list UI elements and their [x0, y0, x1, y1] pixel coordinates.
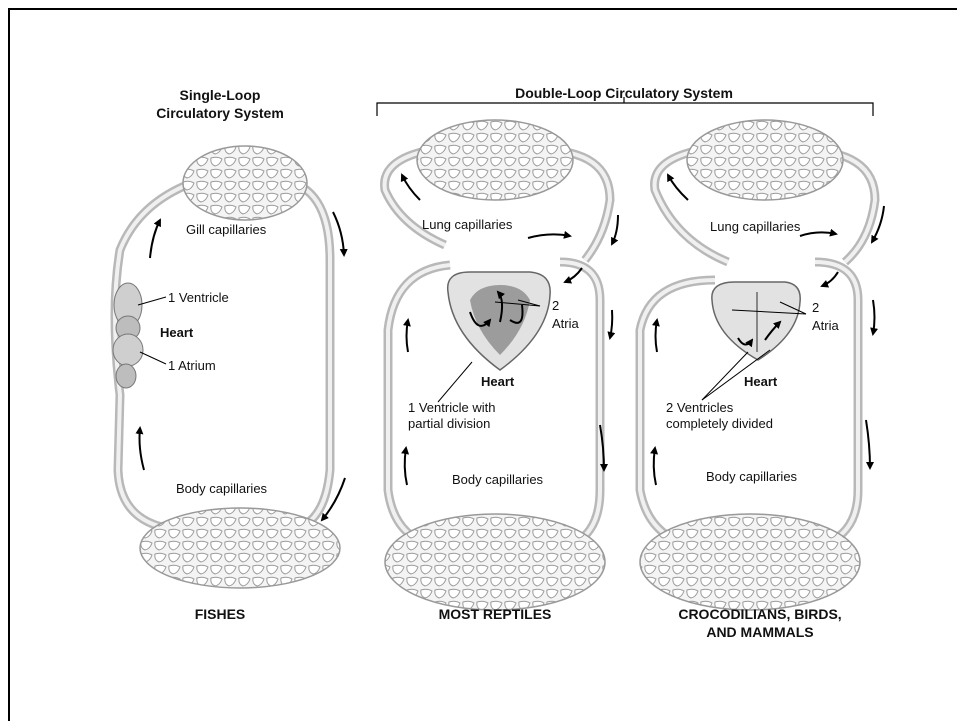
- flow-arrow: [528, 234, 570, 238]
- flow-arrow: [866, 420, 870, 468]
- fish-atrium: [113, 334, 143, 366]
- reptile-ventricle-line1: 1 Ventricle with: [408, 400, 495, 416]
- mammals-caption: CROCODILIANS, BIRDS, AND MAMMALS: [650, 605, 870, 641]
- reptile-atria-label: Atria: [552, 316, 579, 332]
- reptile-heart-label: Heart: [481, 374, 514, 390]
- fish-circuit: [113, 146, 345, 588]
- flow-arrow: [402, 175, 420, 200]
- mammal-lung-capillaries-label: Lung capillaries: [710, 219, 800, 235]
- mammal-body-capillary-bed: [640, 514, 860, 610]
- fish-body-capillaries-label: Body capillaries: [176, 481, 267, 497]
- gill-capillary-bed: [183, 146, 307, 220]
- gill-capillaries-label: Gill capillaries: [186, 222, 266, 238]
- flow-arrow: [150, 220, 160, 258]
- flow-arrow: [333, 212, 344, 255]
- flow-arrow: [822, 272, 838, 286]
- mammal-ventricle-line1: 2 Ventricles: [666, 400, 733, 416]
- flow-arrow: [565, 268, 582, 282]
- fish-body-capillary-bed: [140, 508, 340, 588]
- mammals-caption-line2: AND MAMMALS: [650, 623, 870, 641]
- reptile-circuit: [385, 120, 618, 610]
- flow-arrow: [140, 428, 145, 470]
- mammals-caption-line1: CROCODILIANS, BIRDS,: [650, 605, 870, 623]
- fish-atrium-label: 1 Atrium: [168, 358, 216, 374]
- flow-arrow: [612, 215, 618, 244]
- flow-arrow: [873, 300, 875, 334]
- single-loop-title-line2: Circulatory System: [140, 104, 300, 122]
- fish-heart-label: Heart: [160, 325, 193, 341]
- mammal-circuit: [640, 120, 884, 610]
- reptiles-caption: MOST REPTILES: [400, 605, 590, 623]
- flow-arrow: [407, 320, 409, 352]
- reptile-lung-capillaries-label: Lung capillaries: [422, 217, 512, 233]
- mammal-atria-label: Atria: [812, 318, 839, 334]
- double-loop-title: Double-Loop Circulatory System: [464, 84, 784, 102]
- single-loop-title: Single-Loop Circulatory System: [140, 86, 300, 122]
- reptile-lung-capillary-bed: [417, 120, 573, 200]
- flow-arrow: [610, 310, 612, 338]
- flow-arrow: [800, 232, 836, 236]
- flow-arrow: [656, 320, 658, 352]
- flow-arrow: [668, 175, 688, 200]
- fishes-caption: FISHES: [170, 605, 270, 623]
- reptile-body-capillary-bed: [385, 514, 605, 610]
- fish-ventricle-label: 1 Ventricle: [168, 290, 229, 306]
- flow-arrow: [654, 448, 656, 485]
- mammal-ventricle-line2: completely divided: [666, 416, 773, 432]
- flow-arrow: [405, 448, 407, 485]
- mammal-lung-capillary-bed: [687, 120, 843, 200]
- reptile-ventricle-line2: partial division: [408, 416, 490, 432]
- mammal-heart-label: Heart: [744, 374, 777, 390]
- reptile-atria-count: 2: [552, 298, 559, 314]
- mammal-body-capillaries-label: Body capillaries: [706, 469, 797, 485]
- reptile-body-capillaries-label: Body capillaries: [452, 472, 543, 488]
- single-loop-title-line1: Single-Loop: [140, 86, 300, 104]
- mammal-atria-count: 2: [812, 300, 819, 316]
